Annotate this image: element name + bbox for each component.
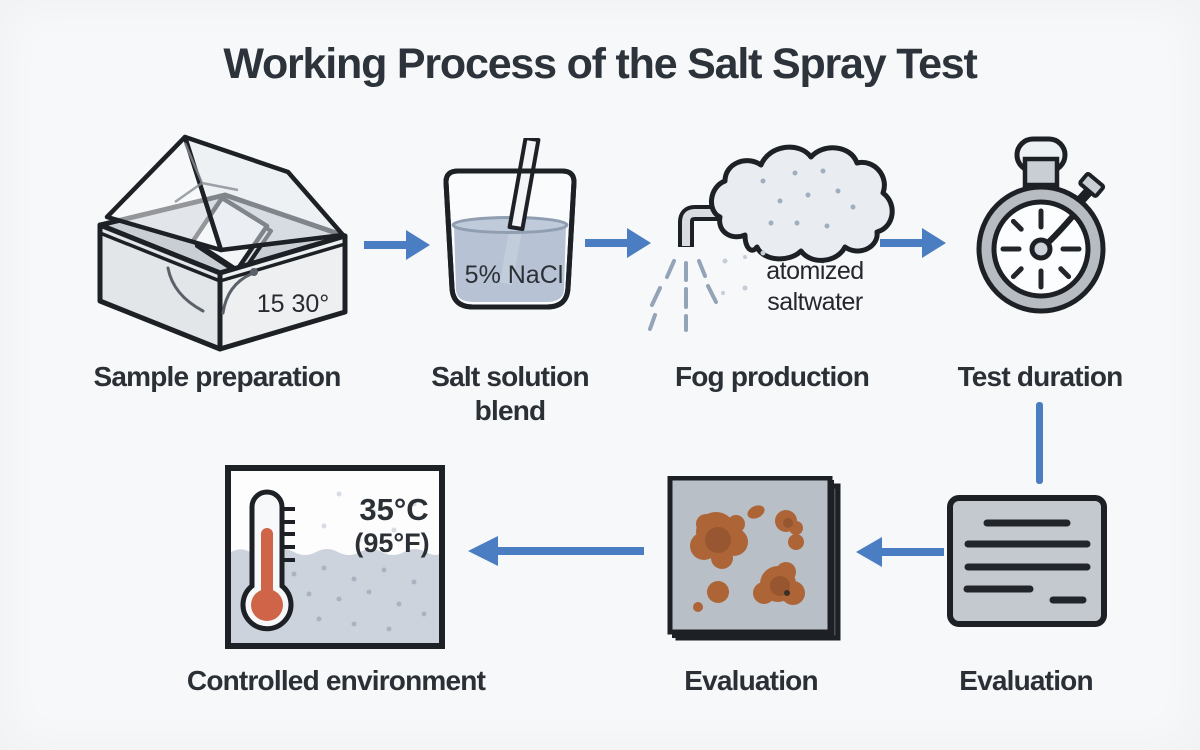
step-label-fog-production: Fog production [674,361,870,392]
arrow-right-icon [585,228,651,258]
fog-nozzle-icon [648,144,895,332]
step-label-evaluation-report: Evaluation [959,665,1093,696]
arrow-left-icon [856,537,944,567]
thermometer-chamber-icon: 35°C (95°F) [225,465,445,649]
fog-cloud [709,144,895,263]
connector-line [1036,402,1043,484]
tilt-angle-annotation: 15 30° [257,290,330,318]
cloud-droplet-dots [760,168,856,229]
mist-specks [721,250,766,295]
arrow-right-icon [364,230,430,260]
step-label-controlled-environment: Controlled environment [186,665,486,696]
step-label-salt-solution-blend: Salt solution blend [431,361,589,426]
stir-rod [507,138,541,231]
step-label-sample-preparation: Sample preparation [93,361,341,392]
nacl-annotation: 5% NaCl [465,261,564,289]
spray-dashes [648,259,718,332]
page-title: Working Process of the Salt Spray Test [223,40,978,88]
step-label-test-duration: Test duration [957,361,1124,392]
temperature-celsius: 35°C [359,492,428,527]
report-text-lines [963,519,1091,604]
report-icon [947,495,1107,627]
mist-dots [281,565,427,632]
thermometer-ticks [282,507,295,562]
test-chamber-icon: 15 30° [97,134,348,352]
beaker-icon: 5% NaCl [443,138,577,310]
arrow-right-icon [880,228,946,258]
air-dots [321,491,417,543]
rust-spots [690,505,805,612]
step-label-evaluation-panel: Evaluation [684,665,818,696]
stopwatch-icon [976,136,1106,314]
arrow-left-icon [468,536,644,566]
temperature-fahrenheit: (95°F) [354,528,429,558]
rusted-panel-icon [667,476,841,641]
atomized-saltwater-annotation: atomized saltwater [766,257,864,316]
